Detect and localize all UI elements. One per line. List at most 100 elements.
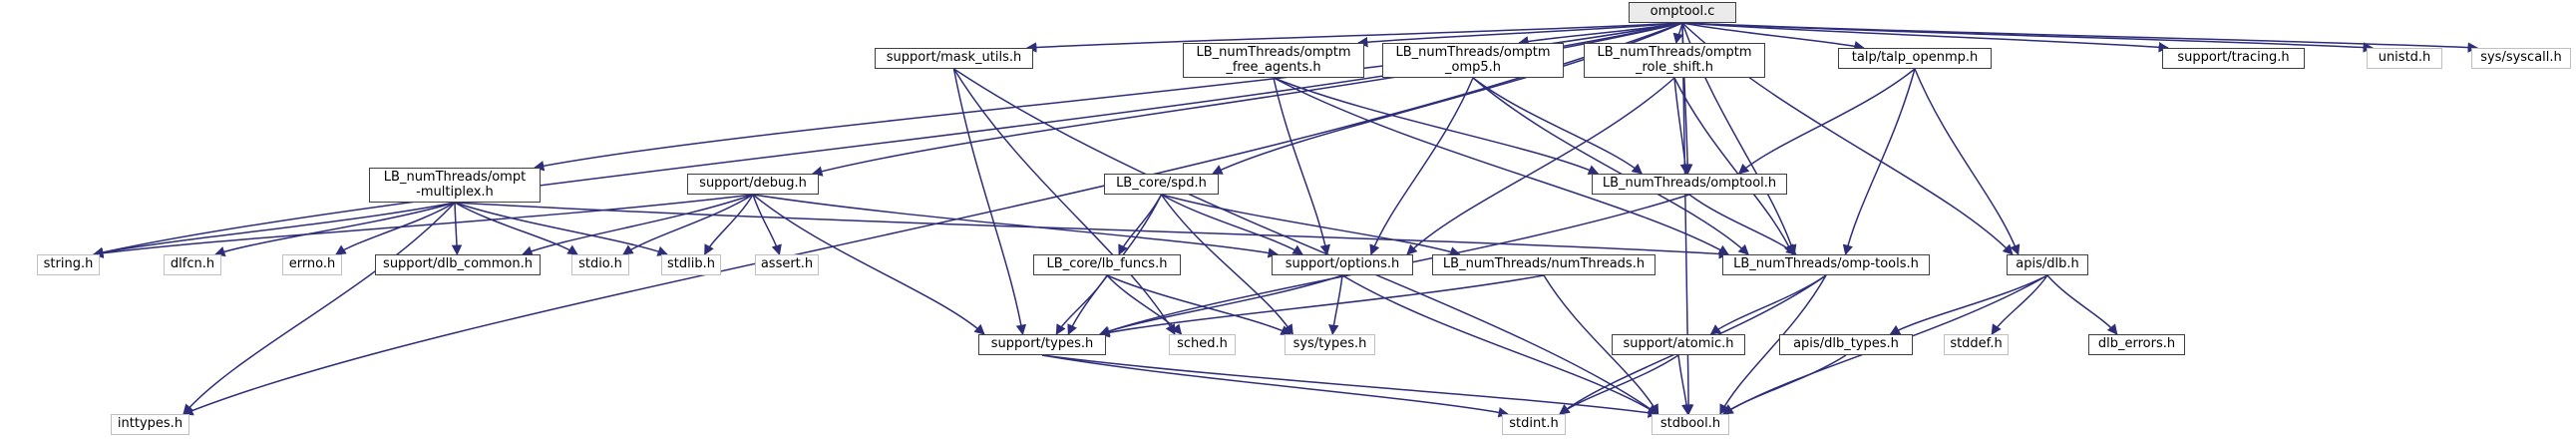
- graph-edge: [953, 68, 1658, 415]
- graph-edge: [752, 194, 1280, 258]
- graph-edge: [1518, 22, 1683, 47]
- graph-node-label: support/tracing.h: [2177, 50, 2290, 66]
- graph-edge: [1737, 68, 1916, 175]
- graph-node-label: dlb_errors.h: [2097, 336, 2176, 352]
- graph-node-label: apis/dlb.h: [2016, 256, 2079, 272]
- graph-node-label: omptool.c: [1650, 4, 1715, 20]
- graph-edge: [1472, 77, 1644, 175]
- graph-node-errno-h[interactable]: errno.h: [282, 254, 342, 275]
- graph-edge: [1273, 77, 1729, 255]
- graph-node-assert-h[interactable]: assert.h: [755, 254, 819, 275]
- graph-edge: [1709, 274, 1827, 335]
- graph-edge: [1559, 354, 1679, 415]
- graph-node-unistd[interactable]: unistd.h: [2367, 48, 2442, 69]
- graph-node-omptm-omp5[interactable]: LB_numThreads/omptm _omp5.h: [1382, 43, 1564, 78]
- graph-node-dlb-types[interactable]: apis/dlb_types.h: [1779, 334, 1913, 355]
- graph-node-label: support/debug.h: [699, 176, 807, 192]
- graph-node-label: errno.h: [288, 256, 336, 272]
- graph-edge: [335, 202, 456, 255]
- graph-node-stdbool[interactable]: stdbool.h: [1652, 414, 1729, 435]
- graph-edge: [1991, 274, 2048, 335]
- graph-node-label: support/dlb_common.h: [383, 256, 533, 272]
- graph-node-stddef[interactable]: stddef.h: [1944, 334, 2009, 355]
- graph-edge: [1041, 354, 1510, 418]
- graph-node-label: dlfcn.h: [170, 256, 215, 272]
- graph-node-label: stdio.h: [578, 256, 622, 272]
- graph-node-atomic[interactable]: support/atomic.h: [1612, 334, 1745, 355]
- graph-node-omptool-c[interactable]: omptool.c: [1629, 2, 1736, 23]
- graph-edge: [454, 202, 578, 255]
- graph-edge: [1472, 77, 1749, 255]
- graph-node-apis-dlb[interactable]: apis/dlb.h: [2007, 254, 2088, 275]
- graph-edge: [952, 68, 1027, 336]
- graph-node-label: inttypes.h: [117, 416, 184, 432]
- graph-edge: [454, 202, 1730, 259]
- graph-node-label: LB_core/lb_funcs.h: [1046, 256, 1168, 272]
- graph-node-label: LB_numThreads/omptm _free_agents.h: [1196, 44, 1351, 75]
- graph-edge: [1842, 68, 1916, 256]
- graph-edge: [1688, 194, 1797, 255]
- graph-edge: [1161, 194, 1303, 255]
- graph-edge: [1106, 274, 1183, 335]
- graph-node-omptm-free[interactable]: LB_numThreads/omptm _free_agents.h: [1183, 43, 1364, 78]
- graph-node-label: LB_numThreads/omptm _omp5.h: [1395, 44, 1551, 75]
- graph-node-stdio[interactable]: stdio.h: [571, 254, 629, 275]
- graph-edge: [1341, 274, 1658, 415]
- graph-node-label: support/types.h: [990, 336, 1094, 352]
- graph-edge: [1055, 274, 1108, 335]
- graph-edge: [183, 22, 1683, 416]
- graph-edge: [752, 194, 782, 256]
- graph-edge: [1914, 68, 2021, 255]
- graph-edge: [1356, 22, 1683, 48]
- graph-edge: [1673, 77, 1794, 255]
- graph-node-lb-funcs[interactable]: LB_core/lb_funcs.h: [1033, 254, 1181, 275]
- graph-edge: [1673, 77, 1691, 176]
- graph-edge: [1161, 194, 1461, 257]
- graph-node-stdlib[interactable]: stdlib.h: [661, 254, 721, 275]
- graph-edge: [1106, 274, 1291, 335]
- graph-node-label: string.h: [43, 256, 94, 272]
- graph-node-dlb-common[interactable]: support/dlb_common.h: [375, 254, 541, 275]
- graph-node-sys-types[interactable]: sys/types.h: [1285, 334, 1375, 355]
- graph-edge: [183, 202, 456, 415]
- graph-node-stdint[interactable]: stdint.h: [1502, 414, 1566, 435]
- graph-node-talp-openmp[interactable]: talp/talp_openmp.h: [1838, 48, 1992, 69]
- graph-node-label: LB_numThreads/omptool.h: [1602, 176, 1777, 192]
- graph-node-label: talp/talp_openmp.h: [1851, 50, 1979, 66]
- graph-node-spd[interactable]: LB_core/spd.h: [1104, 174, 1219, 195]
- graph-node-label: assert.h: [760, 256, 814, 272]
- graph-edge: [1369, 77, 1474, 255]
- graph-node-omp-tools[interactable]: LB_numThreads/omp-tools.h: [1722, 254, 1930, 275]
- graph-node-support-types[interactable]: support/types.h: [978, 334, 1106, 355]
- graph-edge: [1328, 274, 1343, 336]
- graph-edge: [1672, 22, 1683, 45]
- graph-node-omptm-role[interactable]: LB_numThreads/omptm _role_shift.h: [1584, 43, 1765, 78]
- graph-node-label: LB_numThreads/omptm _role_shift.h: [1597, 44, 1752, 75]
- graph-node-label: stdbool.h: [1659, 416, 1721, 432]
- graph-node-mask-utils[interactable]: support/mask_utils.h: [875, 48, 1033, 69]
- graph-node-options[interactable]: support/options.h: [1272, 254, 1413, 275]
- graph-node-label: stdlib.h: [667, 256, 715, 272]
- graph-node-string-h[interactable]: string.h: [37, 254, 100, 275]
- graph-node-ompt-multiplex[interactable]: LB_numThreads/ompt -multiplex.h: [369, 168, 541, 203]
- graph-node-sched-h[interactable]: sched.h: [1169, 334, 1236, 355]
- graph-node-label: sys/types.h: [1292, 336, 1367, 352]
- graph-node-dlfcn[interactable]: dlfcn.h: [164, 254, 221, 275]
- graph-node-sys-syscall[interactable]: sys/syscall.h: [2471, 48, 2571, 69]
- graph-edge: [1041, 354, 1659, 418]
- graph-edge: [1273, 77, 1331, 256]
- graph-node-tracing[interactable]: support/tracing.h: [2162, 48, 2305, 69]
- graph-node-debug[interactable]: support/debug.h: [687, 174, 819, 195]
- graph-edge: [1273, 77, 1600, 176]
- graph-node-numThreads[interactable]: LB_numThreads/numThreads.h: [1432, 254, 1656, 275]
- graph-edge: [522, 194, 754, 256]
- graph-node-dlb-errors[interactable]: dlb_errors.h: [2088, 334, 2185, 355]
- graph-node-omptool-h[interactable]: LB_numThreads/omptool.h: [1592, 174, 1787, 195]
- graph-edge: [454, 202, 668, 256]
- graph-edge: [1099, 274, 1343, 336]
- graph-node-inttypes[interactable]: inttypes.h: [111, 414, 189, 435]
- graph-edge: [2046, 274, 2118, 335]
- graph-edge: [622, 194, 754, 255]
- graph-edge: [1118, 194, 1163, 255]
